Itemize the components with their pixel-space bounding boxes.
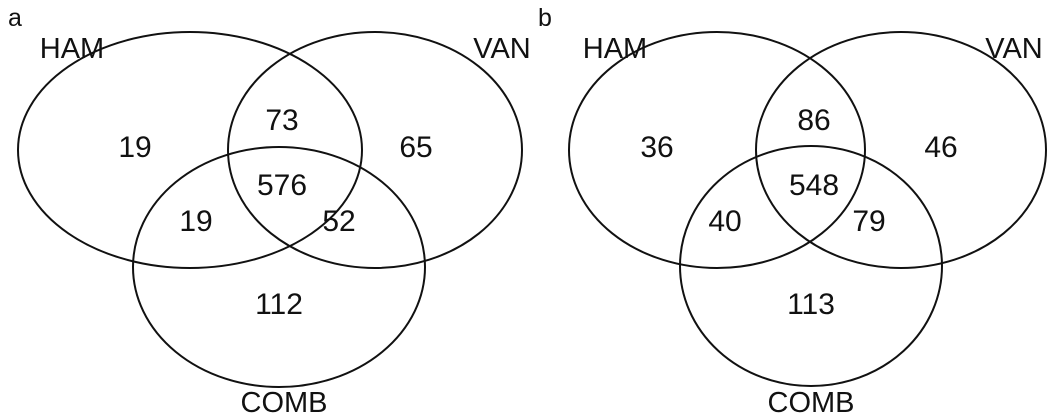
panel-a-ham-only-count: 19 xyxy=(118,131,151,164)
panel-a-ham-circle xyxy=(17,31,363,269)
panel-b-all-three-count: 548 xyxy=(789,169,839,202)
panel-a-van-comb-count: 52 xyxy=(322,205,355,238)
panel-b-van-only-count: 46 xyxy=(924,131,957,164)
panel-b-ham-circle xyxy=(568,31,866,269)
panel-a-comb-only-count: 112 xyxy=(255,288,303,321)
panel-b: b HAM VAN COMB 36 86 46 548 40 79 113 xyxy=(538,4,1047,417)
panel-a-letter: a xyxy=(8,4,22,32)
panel-a-van-label: VAN xyxy=(473,33,530,65)
panel-b-ham-comb-count: 40 xyxy=(708,205,741,238)
panel-b-ham-van-count: 86 xyxy=(797,104,830,137)
panel-b-comb-only-count: 113 xyxy=(787,288,835,321)
panel-a-comb-circle xyxy=(132,146,426,388)
panel-b-ham-label: HAM xyxy=(583,33,647,65)
panel-a-comb-label: COMB xyxy=(241,387,328,417)
panel-a-van-only-count: 65 xyxy=(399,131,432,164)
panel-b-comb-label: COMB xyxy=(768,387,855,417)
panel-b-letter: b xyxy=(538,4,552,32)
panel-a-ham-van-count: 73 xyxy=(265,104,298,137)
panel-b-van-circle xyxy=(755,31,1047,269)
panel-a: a HAM VAN COMB 19 73 65 576 19 52 112 xyxy=(8,4,531,417)
panel-a-all-three-count: 576 xyxy=(257,169,307,202)
panel-a-van-circle xyxy=(227,31,523,269)
panel-a-ham-label: HAM xyxy=(40,33,104,65)
panel-b-ham-only-count: 36 xyxy=(640,131,673,164)
panel-a-ham-comb-count: 19 xyxy=(179,205,212,238)
panel-b-van-label: VAN xyxy=(985,33,1042,65)
panel-b-van-comb-count: 79 xyxy=(852,205,885,238)
panel-b-comb-circle xyxy=(679,145,943,387)
